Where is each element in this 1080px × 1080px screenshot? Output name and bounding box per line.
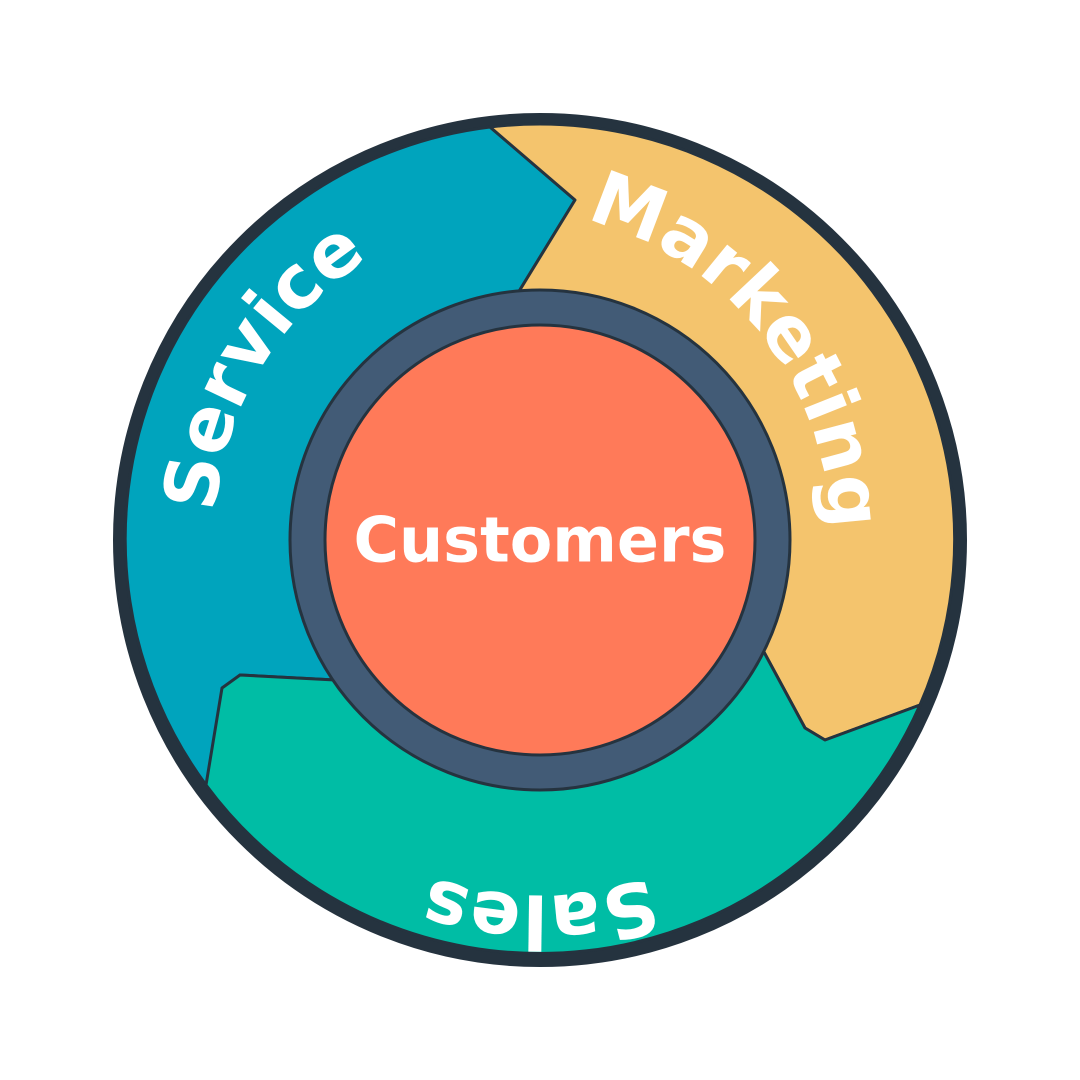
hub-core[interactable] <box>323 323 757 757</box>
center-label: Customers <box>354 504 727 577</box>
sales-label: Sales <box>412 860 666 964</box>
